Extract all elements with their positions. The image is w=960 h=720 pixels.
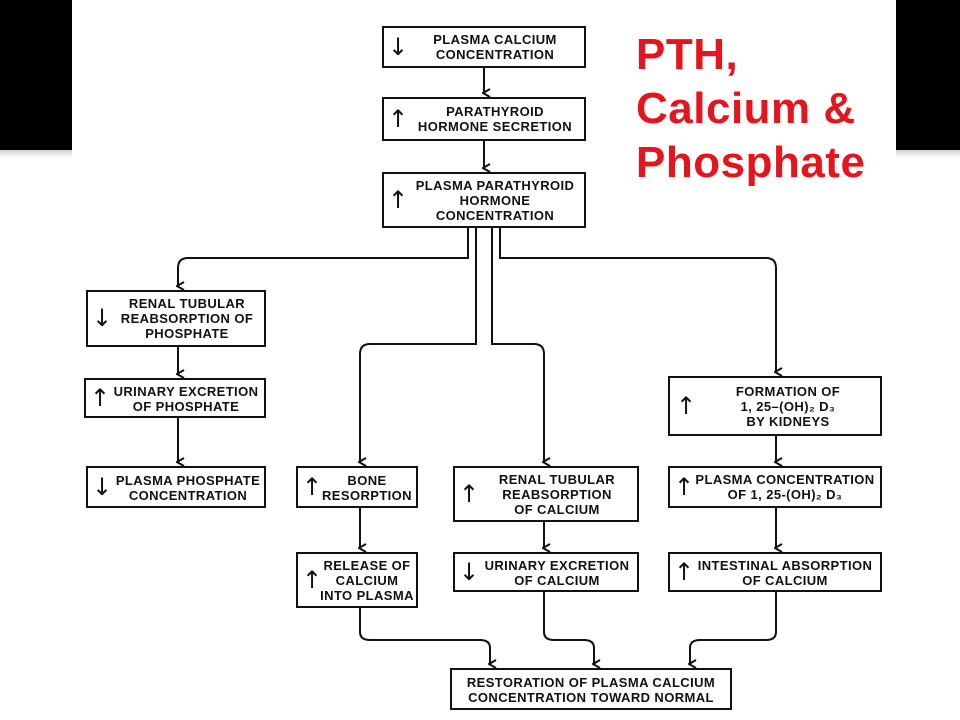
box-renal-calcium-reabsorption-label: RENAL TUBULAR REABSORPTION OF CALCIUM [498, 472, 616, 517]
box-plasma-phosphate: ↓ PLASMA PHOSPHATE CONCENTRATION [86, 466, 266, 508]
slide-title-line-3: Phosphate [636, 138, 866, 187]
down-arrow-icon: ↓ [92, 304, 113, 332]
up-arrow-icon: ↑ [676, 392, 697, 420]
box-release-calcium: ↑ RELEASE OF CALCIUM INTO PLASMA [296, 552, 418, 608]
box-release-calcium-label: RELEASE OF CALCIUM INTO PLASMA [320, 558, 414, 603]
box-renal-phosphate-reabsorption-label: RENAL TUBULAR REABSORPTION OF PHOSPHATE [120, 296, 254, 341]
connector-pth-to-formation-d3 [499, 228, 776, 372]
box-pth-secretion-label: PARATHYROID HORMONE SECRETION [417, 104, 573, 134]
box-plasma-d3-label: PLASMA CONCENTRATION OF 1, 25-(OH)₂ D₃ [695, 472, 875, 502]
slide-title-line-1: PTH, [636, 30, 739, 79]
up-arrow-icon: ↑ [302, 566, 323, 594]
box-urinary-calcium: ↓ URINARY EXCRETION OF CALCIUM [453, 552, 639, 592]
down-arrow-icon: ↓ [388, 33, 409, 61]
box-formation-d3-label: FORMATION OF 1, 25–(OH)₂ D₃ BY KIDNEYS [735, 384, 841, 429]
box-plasma-pth: ↑ PLASMA PARATHYROID HORMONE CONCENTRATI… [382, 172, 586, 228]
box-renal-phosphate-reabsorption: ↓ RENAL TUBULAR REABSORPTION OF PHOSPHAT… [86, 290, 266, 347]
box-intestinal-absorption: ↑ INTESTINAL ABSORPTION OF CALCIUM [668, 552, 882, 592]
box-formation-d3: ↑ FORMATION OF 1, 25–(OH)₂ D₃ BY KIDNEYS [668, 376, 882, 436]
up-arrow-icon: ↑ [674, 558, 695, 586]
slide-title-line-2: Calcium & [636, 84, 856, 133]
box-plasma-calcium-label: PLASMA CALCIUM CONCENTRATION [433, 32, 557, 62]
down-arrow-icon: ↓ [92, 473, 113, 501]
slide-title: PTH, Calcium & Phosphate [636, 28, 956, 190]
box-intestinal-absorption-label: INTESTINAL ABSORPTION OF CALCIUM [697, 558, 873, 588]
box-pth-secretion: ↑ PARATHYROID HORMONE SECRETION [382, 97, 586, 141]
box-bone-resorption-label: BONE RESORPTION [322, 473, 412, 503]
box-plasma-phosphate-label: PLASMA PHOSPHATE CONCENTRATION [115, 473, 261, 503]
box-plasma-d3: ↑ PLASMA CONCENTRATION OF 1, 25-(OH)₂ D₃ [668, 466, 882, 508]
connector-pth-to-bone [360, 228, 477, 462]
connector-intestinal-to-restoration [690, 592, 777, 664]
box-restoration-label: RESTORATION OF PLASMA CALCIUM CONCENTRAT… [466, 675, 716, 705]
box-plasma-calcium: ↓ PLASMA CALCIUM CONCENTRATION [382, 26, 586, 68]
box-renal-calcium-reabsorption: ↑ RENAL TUBULAR REABSORPTION OF CALCIUM [453, 466, 639, 522]
box-urinary-calcium-label: URINARY EXCRETION OF CALCIUM [484, 558, 630, 588]
connector-urinary-calcium-to-restoration [543, 592, 594, 664]
box-restoration: RESTORATION OF PLASMA CALCIUM CONCENTRAT… [450, 668, 732, 710]
up-arrow-icon: ↑ [674, 473, 695, 501]
box-plasma-pth-label: PLASMA PARATHYROID HORMONE CONCENTRATION [415, 178, 575, 223]
up-arrow-icon: ↑ [302, 473, 323, 501]
connector-pth-to-renal-phosphate [178, 228, 469, 286]
connector-pth-to-renal-calcium [491, 228, 544, 462]
up-arrow-icon: ↑ [388, 105, 409, 133]
box-urinary-phosphate: ↑ URINARY EXCRETION OF PHOSPHATE [84, 378, 266, 418]
up-arrow-icon: ↑ [388, 186, 409, 214]
up-arrow-icon: ↑ [90, 384, 111, 412]
connector-release-to-restoration [359, 608, 490, 664]
up-arrow-icon: ↑ [459, 480, 480, 508]
down-arrow-icon: ↓ [459, 558, 480, 586]
box-bone-resorption: ↑ BONE RESORPTION [296, 466, 418, 508]
box-urinary-phosphate-label: URINARY EXCRETION OF PHOSPHATE [113, 384, 259, 414]
